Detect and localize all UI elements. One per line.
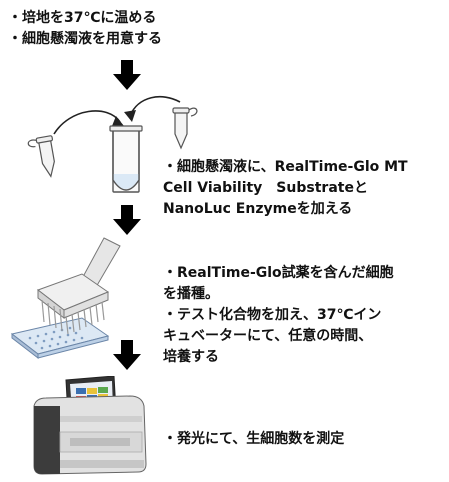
test-tube-icon (109, 125, 143, 193)
step-3-text: ・RealTime-Glo試薬を含んだ細胞 を播種。 ・テスト化合物を加え、37… (163, 263, 394, 368)
well-plate-icon (10, 317, 110, 360)
multichannel-pipette-icon (36, 237, 121, 335)
step-4-line-1: ・発光にて、生細胞数を測定 (163, 431, 345, 447)
step-2-text: ・細胞懸濁液に、RealTime-Glo MT Cell Viability S… (163, 157, 408, 220)
tubes-illustration (27, 95, 198, 193)
step-2-line-1: ・細胞懸濁液に、RealTime-Glo MT (163, 159, 408, 175)
step-4-text: ・発光にて、生細胞数を測定 (163, 429, 344, 450)
down-arrow-icon (113, 340, 141, 370)
plate-reader-illustration (33, 376, 147, 475)
step-3-line-1: ・RealTime-Glo試薬を含んだ細胞 (163, 265, 394, 281)
microcentrifuge-tube-icon (27, 135, 55, 178)
step-1-text: ・培地を37℃に温める ・細胞懸濁液を用意する (8, 8, 162, 50)
pipette-plate-illustration (10, 237, 121, 360)
transfer-arrow-left-icon (53, 110, 124, 135)
down-arrow-icon (113, 60, 141, 90)
down-arrow-icon (113, 205, 141, 235)
step-1-line-1: ・培地を37℃に温める (8, 10, 157, 26)
plate-reader-icon (33, 376, 147, 475)
transfer-arrow-right-icon (124, 95, 181, 122)
step-2-line-3: NanoLuc Enzymeを加える (163, 201, 353, 217)
microcentrifuge-tube-icon (172, 107, 198, 150)
step-3-line-2: を播種。 (163, 286, 219, 302)
step-3-line-5: 培養する (163, 349, 219, 365)
step-1-line-2: ・細胞懸濁液を用意する (8, 31, 162, 47)
step-3-line-3: ・テスト化合物を加え、37℃イン (163, 307, 382, 323)
step-2-line-2: Cell Viability Substrateと (163, 180, 368, 196)
step-3-line-4: キュベーターにて、任意の時間、 (163, 328, 373, 344)
